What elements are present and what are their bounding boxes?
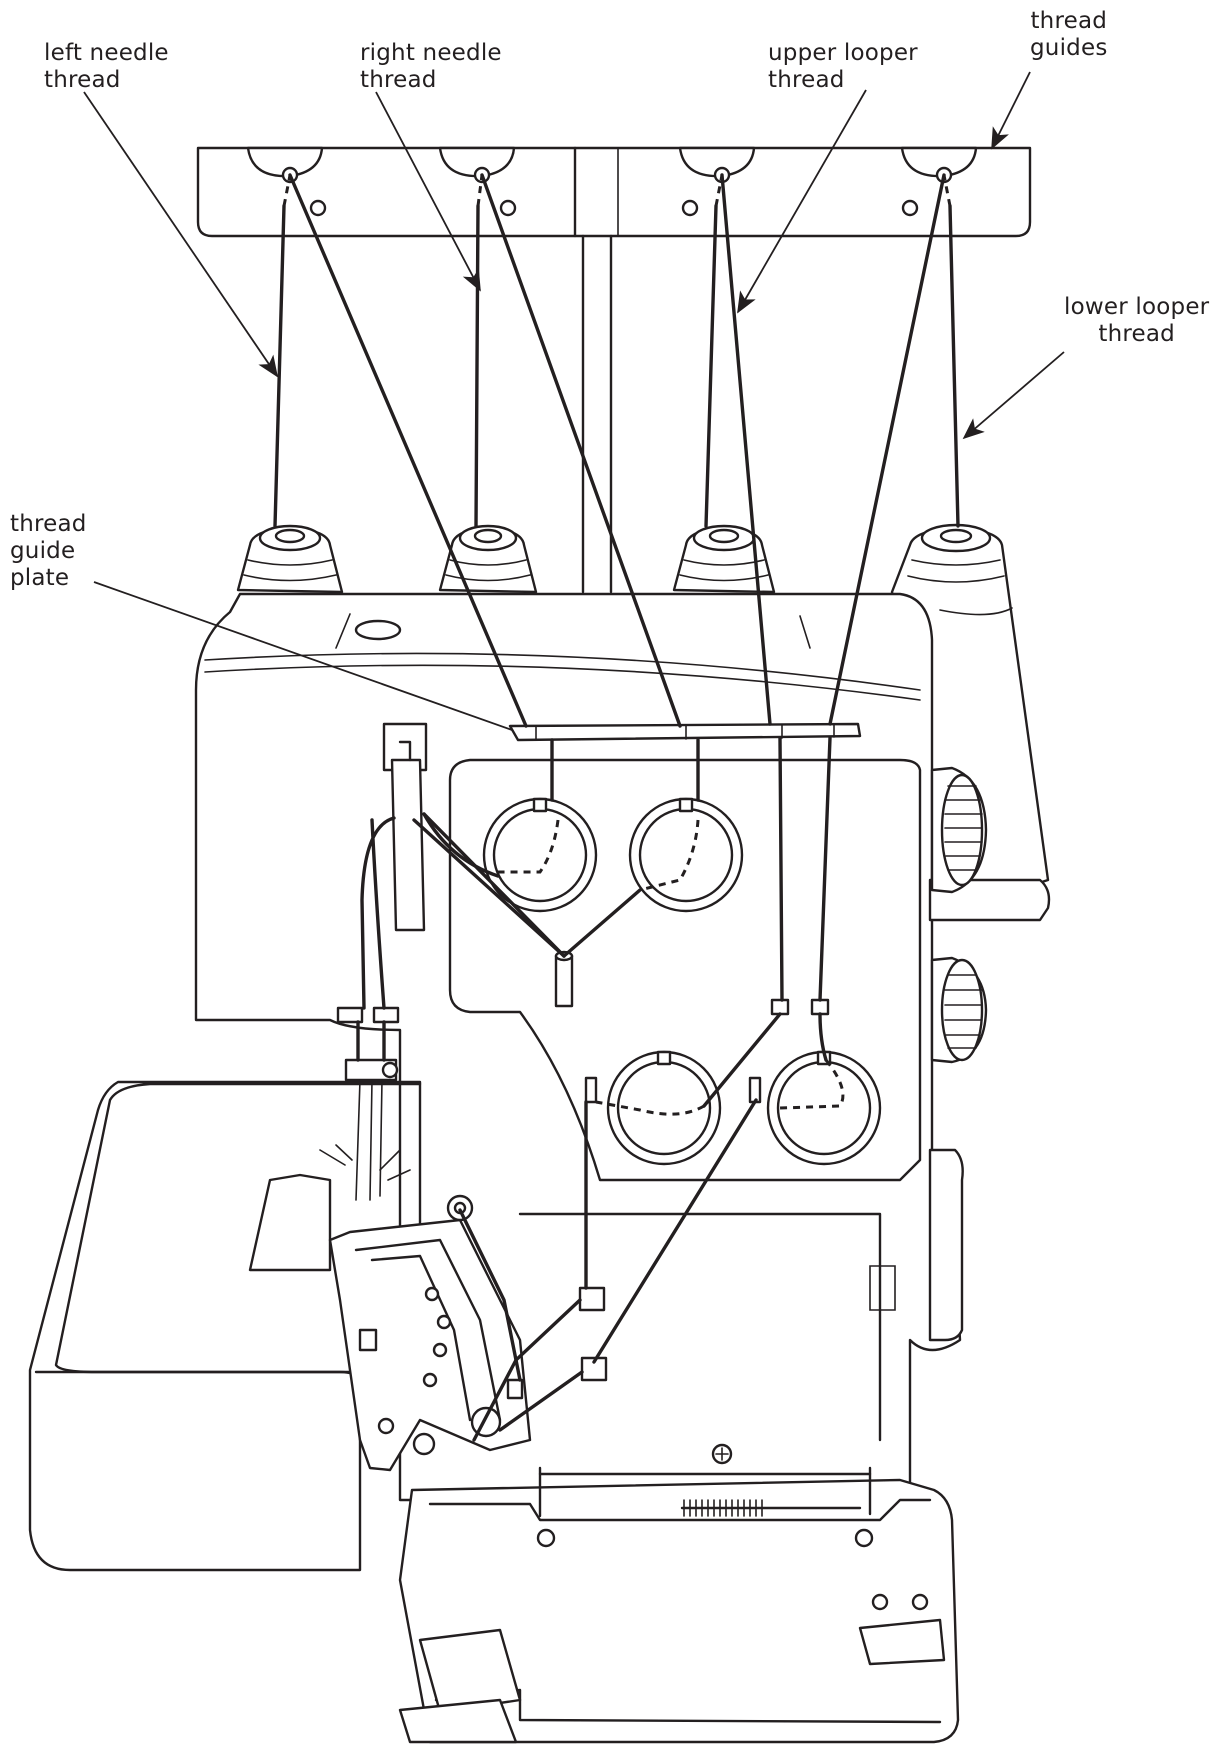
- thread-cone-icon: [438, 524, 538, 594]
- needle-clamp: [319, 1006, 411, 1201]
- screw-icon: [711, 1443, 733, 1465]
- right-needle-thread-path: [412, 173, 700, 958]
- thread-cone-icon: [236, 524, 344, 594]
- thread-guide-post: [554, 950, 574, 1008]
- label-upper-looper-thread: upper looper thread: [768, 40, 918, 93]
- lower-looper-thread-path: [458, 173, 960, 1432]
- handwheel-icon: [930, 956, 988, 1064]
- label-right-needle-thread: right needle thread: [360, 40, 502, 93]
- upper-looper-thread-path: [472, 173, 784, 1442]
- label-lower-looper-thread: lower looper thread: [1064, 294, 1210, 347]
- left-needle-thread-path: [273, 173, 566, 1062]
- thread-guide-bar: [196, 146, 1032, 238]
- handwheel-icon: [930, 766, 988, 894]
- label-thread-guides: thread guides: [1030, 8, 1108, 61]
- tension-dial-icon: [606, 1050, 722, 1166]
- thread-cone-icon: [672, 524, 776, 594]
- tension-dial-icon: [628, 797, 744, 913]
- looper-guides: [578, 998, 830, 1382]
- front-cover: [398, 1466, 960, 1744]
- callout-leaders: [83, 71, 1065, 731]
- label-left-needle-thread: left needle thread: [44, 40, 169, 93]
- looper-mechanism: [328, 1194, 532, 1472]
- needle-take-up-column: [382, 722, 428, 932]
- screw-icon: [377, 1417, 929, 1611]
- stand-pole: [581, 234, 613, 594]
- tension-dial-icon: [482, 797, 598, 913]
- label-thread-guide-plate: thread guide plate: [10, 511, 87, 591]
- thread-guide-plate: [508, 722, 862, 742]
